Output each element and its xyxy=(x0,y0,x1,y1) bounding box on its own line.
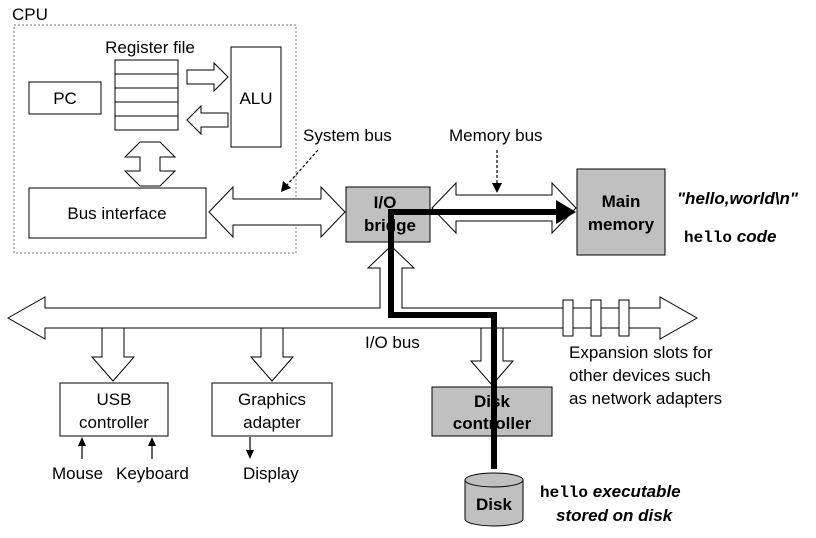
expansion-slots-label-line2: other devices such xyxy=(569,366,711,385)
regfile-to-alu-arrow xyxy=(186,61,229,93)
system-bus-pointer-head xyxy=(281,181,291,192)
expansion-slots xyxy=(562,299,630,337)
expansion-slots-label-line3: as network adapters xyxy=(569,389,722,408)
keyboard-label: Keyboard xyxy=(116,464,189,483)
cpu-label: CPU xyxy=(12,5,48,24)
io-bridge-label-line1: I/O xyxy=(374,193,397,212)
pc-register xyxy=(28,81,102,115)
usb-controller xyxy=(59,382,169,437)
keyboard-arrow-head xyxy=(148,437,156,446)
io-bus-to-graphics-arrow xyxy=(249,327,295,382)
disk-label: Disk xyxy=(476,495,512,514)
register-file xyxy=(114,59,179,131)
memory-bus xyxy=(431,181,577,235)
io-bus-to-usb-arrow xyxy=(90,327,136,382)
hello-world-string: "hello,world\n" xyxy=(677,189,799,208)
hello-code-label: hello code xyxy=(684,227,776,247)
usb-controller-label-line2: controller xyxy=(79,413,149,432)
memory-bus-label: Memory bus xyxy=(449,126,543,145)
register-file-label: Register file xyxy=(105,38,195,57)
graphics-adapter-label-line2: adapter xyxy=(243,413,301,432)
alu-label: ALU xyxy=(239,89,272,108)
main-memory xyxy=(576,168,666,256)
disk xyxy=(464,480,524,527)
pc-label: PC xyxy=(53,89,77,108)
alu xyxy=(230,46,282,148)
disk-caption-line2: stored on disk xyxy=(556,506,674,525)
disk-top xyxy=(464,472,524,488)
usb-controller-label-line1: USB xyxy=(97,390,132,409)
main-memory-label-line2: memory xyxy=(588,215,655,234)
alu-to-regfile-arrow xyxy=(186,104,229,136)
mouse-arrow-head xyxy=(78,437,86,446)
display-label: Display xyxy=(243,464,299,483)
system-bus-pointer xyxy=(286,149,319,186)
display-arrow-head xyxy=(246,450,254,459)
memory-bus-pointer-head xyxy=(492,183,502,193)
system-bus-label: System bus xyxy=(303,126,392,145)
bus-interface-label: Bus interface xyxy=(67,204,166,223)
io-bus xyxy=(6,245,699,340)
graphics-adapter xyxy=(211,382,333,437)
io-bus-label: I/O bus xyxy=(365,333,420,352)
mouse-label: Mouse xyxy=(52,464,103,483)
main-memory-label-line1: Main xyxy=(602,192,641,211)
disk-caption-line1: hello executable xyxy=(540,482,681,502)
expansion-slots-label-line1: Expansion slots for xyxy=(569,343,713,362)
regfile-bus-interface-arrow xyxy=(123,141,177,187)
cpu-boundary xyxy=(13,24,297,254)
load-data-path xyxy=(388,209,560,469)
load-data-path-head xyxy=(556,200,576,224)
graphics-adapter-label-line1: Graphics xyxy=(238,390,306,409)
bus-interface xyxy=(28,187,207,239)
system-bus xyxy=(208,185,346,239)
